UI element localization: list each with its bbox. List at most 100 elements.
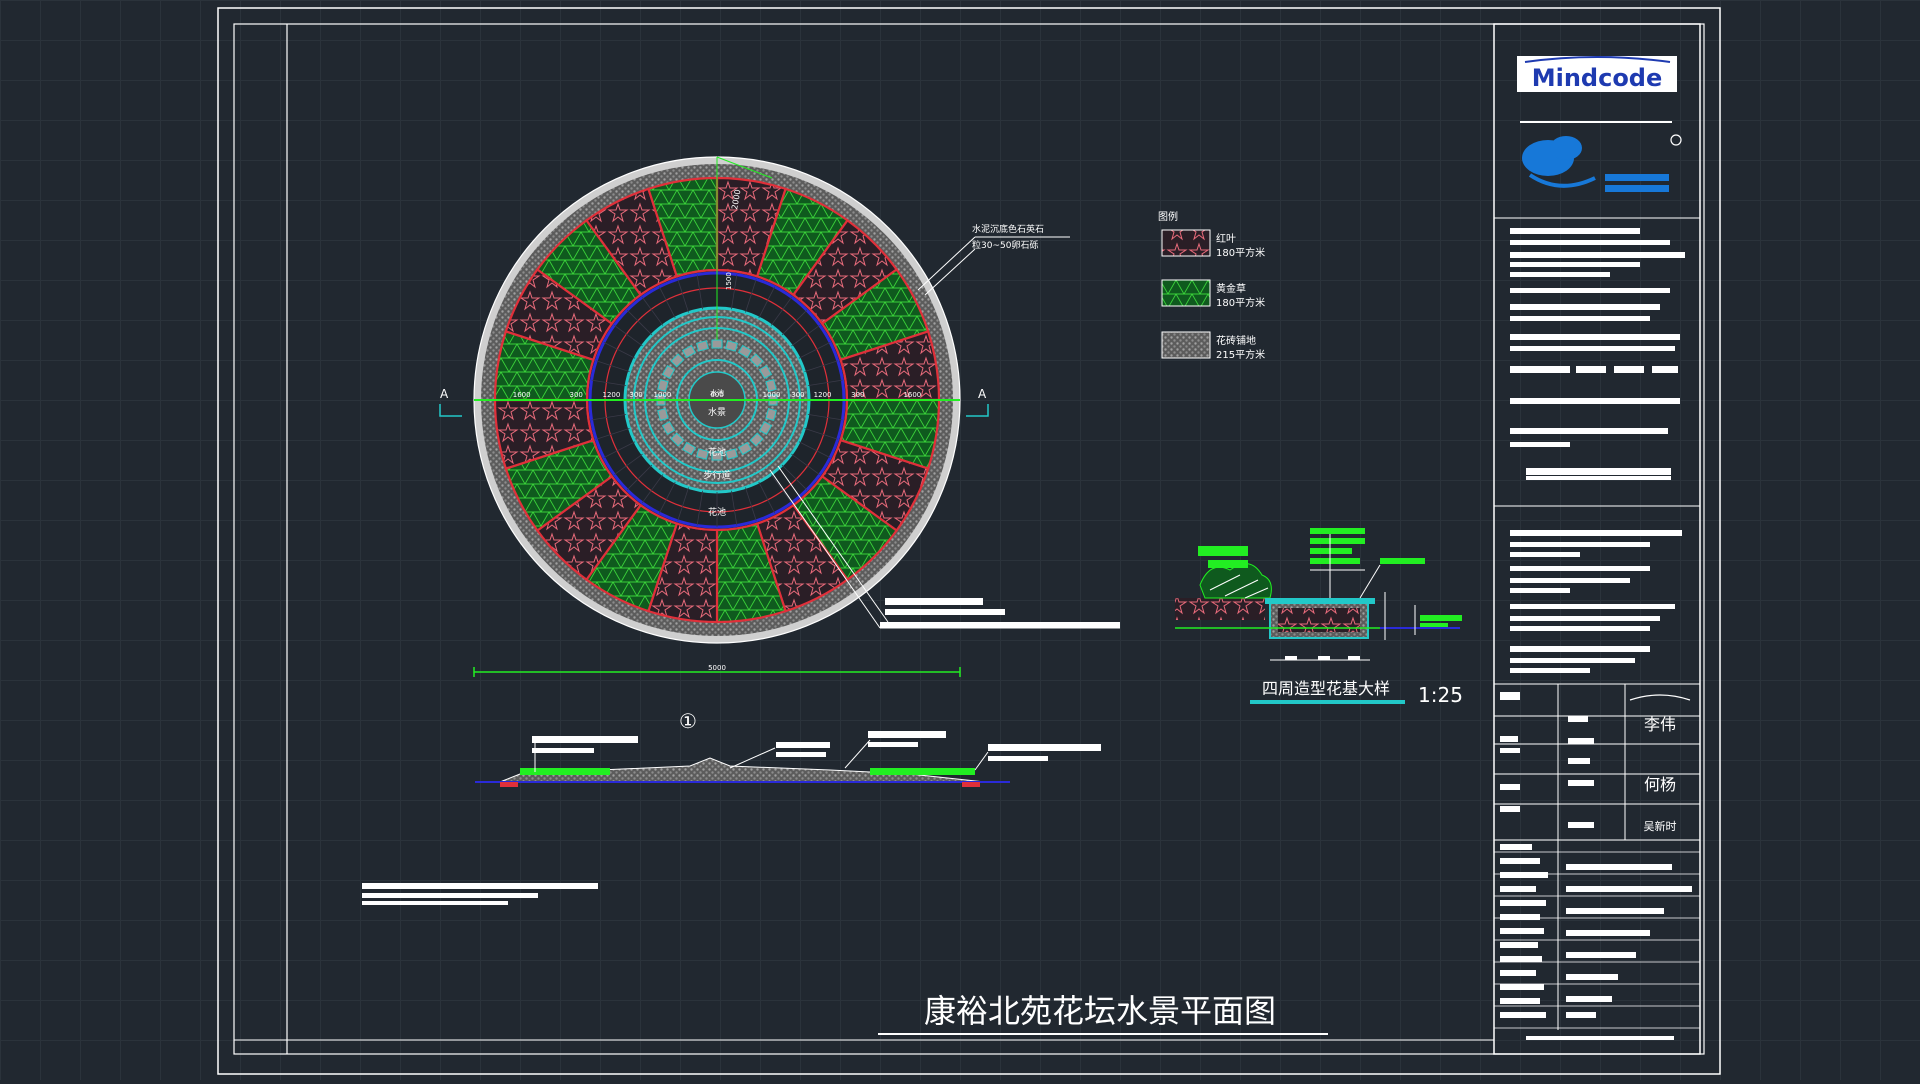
- legend[interactable]: 图例 红叶 180平方米 黄金草 180平方米 花砖铺地 215平方米: [1158, 210, 1265, 361]
- radial-line: [596, 360, 630, 372]
- title-block-cell-bar: [1500, 970, 1536, 976]
- plan-dimension-label: 1000: [763, 391, 781, 399]
- index-mark: ①: [679, 709, 697, 733]
- title-block-cell-bar: [1500, 1012, 1546, 1018]
- title-block-cell-bar: [1500, 844, 1532, 850]
- title-block-cell-bar: [1500, 928, 1544, 934]
- inner-ring-tile: [758, 364, 773, 380]
- inner-ring-tile: [661, 364, 676, 380]
- redacted-note-bar: [1510, 604, 1675, 609]
- radial-line: [696, 274, 704, 310]
- title-block-cell-bar: [1500, 736, 1518, 742]
- title-block-cell-bar: [1500, 914, 1540, 920]
- company-logo: Mindcode: [1517, 56, 1677, 92]
- radial-line: [770, 297, 792, 326]
- overall-dimension-value: 5000: [708, 664, 726, 672]
- inner-ring-tile: [737, 344, 753, 359]
- plan-center-text: 水景: [708, 406, 726, 418]
- redacted-note-bar: [1510, 442, 1570, 447]
- radial-line: [591, 379, 627, 387]
- redacted-note-bar: [1510, 658, 1635, 663]
- radial-line: [798, 441, 831, 459]
- inner-ring-tile: [711, 451, 723, 461]
- title-block-cell-bar: [1500, 806, 1520, 812]
- radial-line: [730, 274, 738, 310]
- title-block-cell-bar: [1500, 998, 1540, 1004]
- planter-detail[interactable]: 四周造型花基大样 1:25: [1175, 528, 1463, 707]
- plan-ring-text-3: 步行道: [703, 469, 730, 481]
- redacted-note-bar: [1510, 272, 1610, 277]
- title-block[interactable]: Mindcode 李伟 何杨 吴新时: [1493, 23, 1701, 1055]
- redacted-note-bar: [1510, 346, 1675, 351]
- radial-line: [804, 360, 838, 372]
- redacted-note-bar: [1510, 542, 1650, 547]
- title-block-cell-bar: [1568, 822, 1594, 828]
- radial-line: [758, 286, 776, 319]
- title-block-cell-bar: [1566, 864, 1672, 870]
- inner-ring-tile: [725, 340, 738, 352]
- section-elevation[interactable]: [475, 731, 1101, 787]
- title-block-cell-bar: [1568, 758, 1590, 764]
- inner-ring-tile: [711, 339, 723, 349]
- redacted-note-bar: [1510, 588, 1570, 593]
- inner-ring-tile: [749, 432, 764, 447]
- radial-line: [791, 453, 820, 475]
- plan-leader-note: [769, 465, 1120, 629]
- radial-line: [626, 309, 653, 336]
- radial-line: [770, 474, 792, 503]
- radial-line: [807, 379, 843, 387]
- section-markers: A A: [439, 387, 989, 417]
- title-block-cell-bar: [1568, 716, 1588, 722]
- title-block-cell-bar: [1568, 738, 1594, 744]
- title-block-cell-bar: [1500, 900, 1546, 906]
- redacted-note-bar: [1510, 530, 1682, 536]
- plan-dimension-label: 1600: [513, 391, 531, 399]
- radial-line: [603, 341, 636, 359]
- title-block-cell-bar: [1500, 692, 1520, 700]
- section-mark-right: A: [978, 387, 987, 401]
- legend-item-red-name: 红叶: [1216, 232, 1236, 245]
- inner-ring-tile: [696, 340, 709, 352]
- inner-ring-tile: [657, 379, 669, 392]
- planting-sectors: [493, 176, 941, 624]
- title-block-cell-bar: [1500, 942, 1538, 948]
- radial-line: [642, 297, 664, 326]
- legend-item-red: 红叶 180平方米: [1161, 229, 1265, 259]
- legend-item-gray-area: 215平方米: [1216, 348, 1265, 361]
- radial-line: [745, 279, 757, 313]
- radial-line: [603, 441, 636, 459]
- redacted-note-bar: [1510, 366, 1570, 373]
- radial-line: [596, 428, 630, 440]
- inner-ring-tile: [758, 420, 773, 436]
- redacted-note-bar: [1510, 316, 1650, 321]
- redacted-note-bar: [1510, 428, 1668, 434]
- plan-dimension-label: 1200: [814, 391, 832, 399]
- inner-ring-tile: [765, 408, 777, 421]
- title-block-cell-bar: [1566, 908, 1664, 914]
- title-block-cell-bar: [1568, 780, 1594, 786]
- title-block-cell-bar: [1566, 996, 1612, 1002]
- title-block-cell-bar: [1566, 952, 1636, 958]
- plan-ring-text-4: 花池: [708, 506, 726, 518]
- radial-line: [791, 325, 820, 347]
- redacted-note-bar: [1526, 476, 1671, 480]
- redacted-note-bar: [1510, 288, 1670, 293]
- inner-ring-tile: [737, 441, 753, 456]
- radial-line: [781, 464, 808, 491]
- sheet-frame: [217, 7, 1721, 1075]
- plan-dimension-label: 1200: [602, 391, 620, 399]
- radial-line: [658, 481, 676, 514]
- title-block-cell-bar: [1500, 784, 1520, 790]
- title-block-cell-bar: [1500, 858, 1540, 864]
- plan-dim-top-1: 2000: [730, 189, 742, 211]
- inner-ring-tile: [696, 448, 709, 460]
- legend-heading: 图例: [1158, 210, 1178, 223]
- legend-item-gray-name: 花砖铺地: [1216, 334, 1256, 347]
- radial-line: [614, 453, 643, 475]
- title-block-cell-bar: [1500, 984, 1544, 990]
- section-mark-left: A: [440, 387, 449, 401]
- title-block-cell-bar: [1566, 930, 1650, 936]
- radial-line: [798, 341, 831, 359]
